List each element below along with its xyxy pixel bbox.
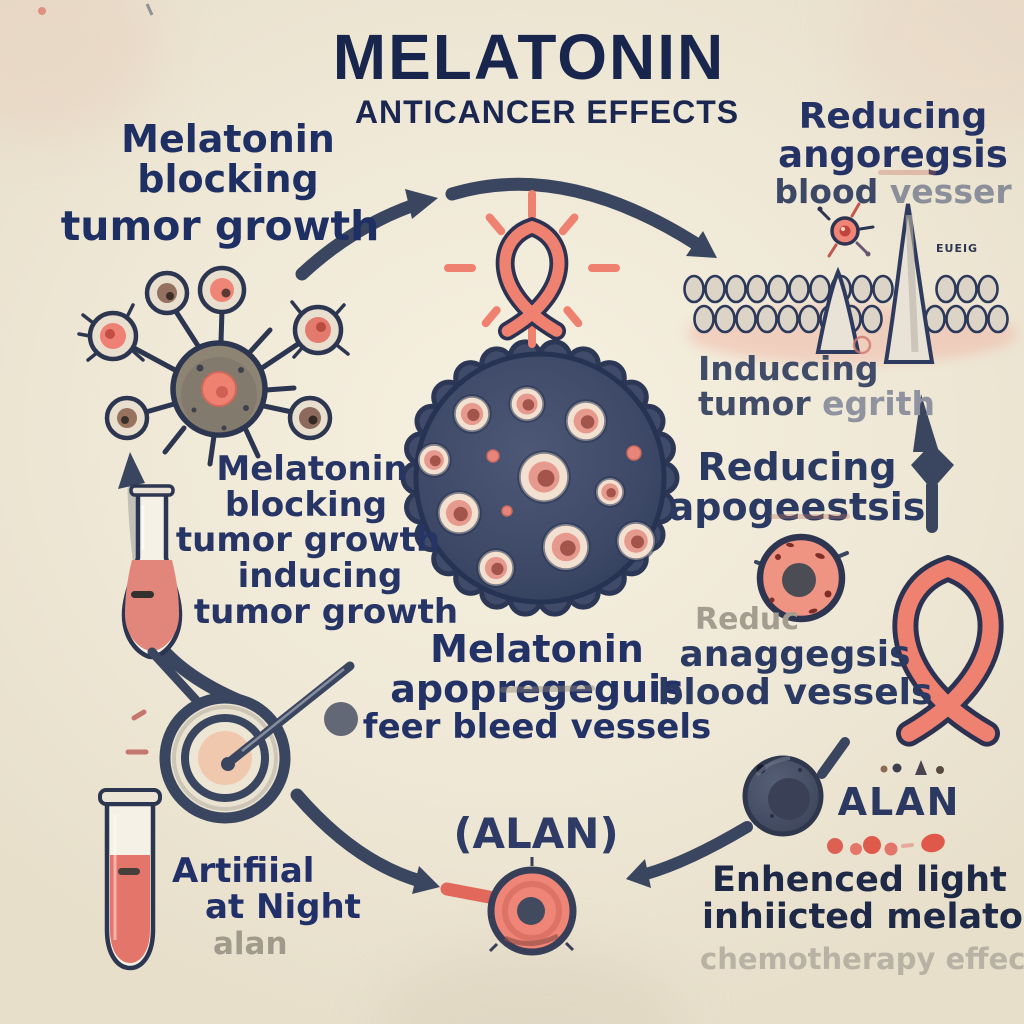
caption-inducing-tumor-growth: Induccing tumor egrith — [698, 349, 935, 423]
caption-light-inhibits-melatonin: Enhenced light inhiicted melatoniny — [702, 860, 1024, 937]
caption-angiogenesis-vessels: anaggegsis blood vessels — [657, 634, 933, 713]
tumor-cluster-cell-icon — [400, 339, 680, 617]
tube-liquid — [125, 560, 179, 651]
tube-liquid — [110, 855, 150, 963]
smudge-mark — [878, 170, 936, 175]
speck — [38, 7, 46, 15]
angiogenesis-sprout-small — [815, 266, 861, 354]
bottom-right-arrow — [626, 737, 850, 888]
tube-mark — [118, 868, 140, 875]
tube-mark — [131, 591, 154, 598]
pink-cell-icon — [754, 533, 849, 623]
dark-cell-icon — [742, 755, 824, 837]
petri-dish-target-icon — [125, 647, 358, 824]
gray-dot — [324, 702, 358, 736]
top-arc-arrow — [295, 177, 717, 281]
right-up-arrow — [911, 394, 954, 533]
label-alan: ALAN — [837, 780, 961, 824]
alan-cell-nucleus — [517, 897, 545, 925]
ghost-chemotherapy: chemotherapy effects — [700, 942, 1024, 976]
satellite-cells — [77, 265, 350, 441]
ribbon-icon-top — [495, 216, 569, 341]
caption-reducing-angiogenesis: Reducing angoregsis blood vesser — [774, 96, 1012, 211]
alan-cell-icon — [487, 857, 577, 956]
red-dots-row — [827, 833, 945, 856]
caption-melatonin-blocking: Melatonin blocking tumor growth inducing… — [175, 449, 459, 632]
spiky-microcell-icon — [817, 202, 875, 258]
blood-vessel-icon — [683, 202, 1017, 364]
smudge-mark — [770, 514, 850, 519]
ghost-alan: alan — [213, 926, 288, 962]
ghost-reduc: Reduc — [695, 602, 800, 637]
sprout-shading — [905, 214, 919, 353]
page-subtitle: ANTICANCER EFFECTS — [354, 94, 740, 130]
label-alan-paren: (ALAN) — [453, 809, 619, 858]
caption-reducing-apoptosis: Reducing apogeestsis — [668, 445, 926, 529]
ribbon-rays — [444, 190, 620, 348]
vessel-tiny-label: EUEIG — [936, 242, 979, 255]
caption-melatonin-apoptosis: Melatonin apopregeguis feer bleed vessel… — [362, 627, 712, 747]
ribbon-icon-right — [892, 554, 1004, 747]
cluster-cell-nuclei — [416, 385, 657, 588]
caption-blocking-tumor-growth: Melatonin blocking tumor growth — [60, 117, 380, 250]
caption-artificial-light-night: Artifiial at Night — [172, 851, 361, 927]
page-title: MELATONIN — [332, 21, 726, 93]
needle-tail — [147, 647, 201, 705]
pink-cell-nucleus — [782, 563, 816, 597]
vessel-ring-mark — [852, 335, 872, 355]
tumor-spiky-cell-icon — [77, 265, 350, 467]
red-arrow-segment — [440, 882, 496, 904]
dark-dots-row — [880, 760, 944, 775]
speck — [145, 3, 154, 16]
test-tube-icon-bottom — [98, 788, 162, 971]
bottom-left-arc-arrow — [290, 788, 496, 904]
